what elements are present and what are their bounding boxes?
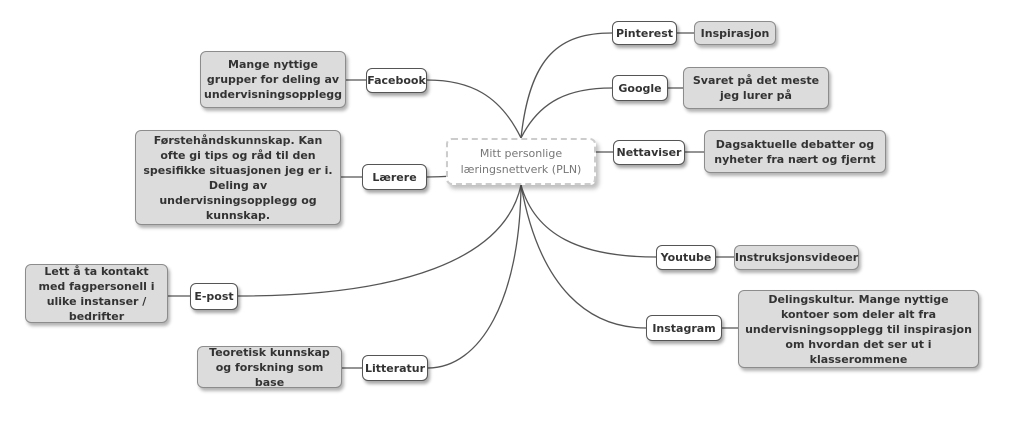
- litteratur-note[interactable]: Teoretisk kunnskap og forskning som base: [197, 346, 342, 389]
- central-topic[interactable]: Mitt personlige læringsnettverk (PLN): [446, 138, 596, 185]
- topic-laerere[interactable]: Lærere: [362, 164, 427, 190]
- connector-instagram: [520, 184, 647, 329]
- laerere-note[interactable]: Førstehåndskunnskap. Kan ofte gi tips og…: [135, 130, 341, 225]
- topic-facebook[interactable]: Facebook: [366, 68, 427, 93]
- central-topic-line1: Mitt personlige: [479, 146, 563, 160]
- epost-note[interactable]: Lett å ta kontakt med fagpersonell i uli…: [25, 264, 168, 323]
- nettaviser-note[interactable]: Dagsaktuelle debatter og nyheter fra nær…: [704, 130, 886, 173]
- connector-litteratur: [427, 184, 522, 369]
- topic-epost[interactable]: E-post: [190, 283, 238, 310]
- topic-pinterest[interactable]: Pinterest: [612, 21, 677, 45]
- instagram-note[interactable]: Delingskultur. Mange nyttige kontoer som…: [738, 290, 979, 368]
- connector-epost: [237, 184, 522, 297]
- youtube-note[interactable]: Instruksjonsvideoer: [734, 245, 859, 270]
- topic-litteratur[interactable]: Litteratur: [362, 355, 428, 381]
- facebook-note[interactable]: Mange nyttige grupper for deling av unde…: [200, 51, 346, 108]
- pinterest-note[interactable]: Inspirasjon: [694, 21, 776, 45]
- topic-nettaviser[interactable]: Nettaviser: [613, 140, 685, 165]
- connector-youtube: [520, 184, 657, 258]
- connector-pinterest: [520, 32, 613, 139]
- topic-google[interactable]: Google: [612, 75, 668, 101]
- topic-youtube[interactable]: Youtube: [656, 245, 716, 270]
- connector-google: [520, 87, 613, 139]
- topic-instagram[interactable]: Instagram: [646, 315, 722, 341]
- google-note[interactable]: Svaret på det meste jeg lurer på: [683, 67, 829, 109]
- connector-facebook: [426, 79, 522, 139]
- central-topic-line2: læringsnettverk (PLN): [460, 162, 582, 176]
